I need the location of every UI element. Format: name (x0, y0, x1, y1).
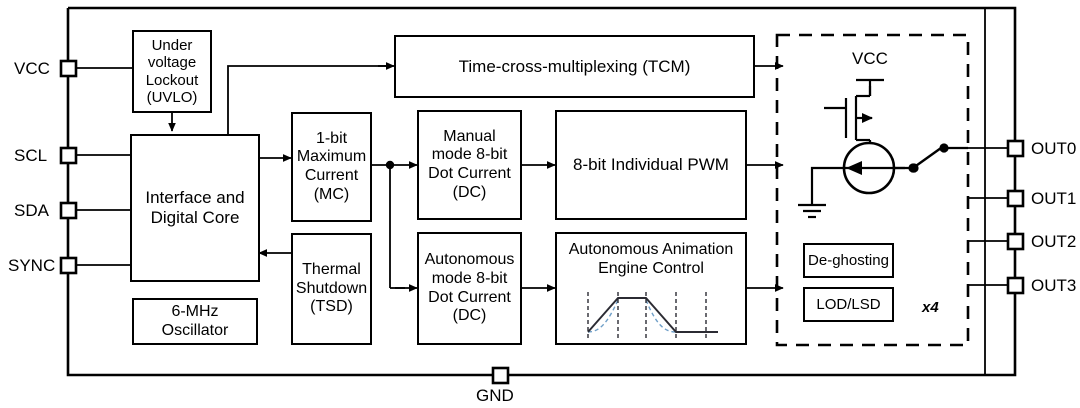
block-lod-lsd-label: LOD/LSD (816, 296, 881, 313)
animation-waveform-icon (587, 292, 718, 338)
output-multiplier-label: x4 (922, 299, 939, 316)
device-outline (66, 6, 1017, 377)
block-max-current-label: 1-bit Maximum Current (MC) (296, 129, 367, 203)
gnd-pin-pad (491, 366, 510, 385)
block-manual-dot-current[interactable]: Manual mode 8-bit Dot Current (DC) (417, 110, 522, 220)
left-pin-pads (59, 59, 78, 275)
pin-label-vcc: VCC (14, 59, 50, 78)
block-lod-lsd[interactable]: LOD/LSD (803, 287, 894, 322)
pin-label-out2: OUT2 (1031, 232, 1077, 251)
left-pin-wires (68, 67, 132, 266)
block-interface-digital-core[interactable]: Interface and Digital Core (130, 134, 260, 282)
wire-interface-to-tcm (227, 65, 391, 134)
block-thermal-shutdown[interactable]: Thermal Shutdown (TSD) (291, 233, 372, 345)
block-tcm[interactable]: Time-cross-multiplexing (TCM) (394, 35, 755, 98)
pin-label-scl: SCL (14, 146, 48, 165)
pin-label-out3: OUT3 (1031, 276, 1077, 295)
pin-label-out1: OUT1 (1031, 189, 1077, 208)
right-pin-wires (968, 147, 1015, 286)
block-manual-dc-label: Manual mode 8-bit Dot Current (DC) (428, 127, 511, 201)
block-interface-label: Interface and Digital Core (145, 188, 245, 227)
block-auto-dc-label: Autonomous mode 8-bit Dot Current (DC) (424, 251, 515, 325)
right-pin-pads (1006, 139, 1025, 295)
block-uvlo[interactable]: Under voltage Lockout (UVLO) (132, 30, 212, 113)
block-oscillator-label: 6-MHz Oscillator (161, 302, 229, 339)
block-tcm-label: Time-cross-multiplexing (TCM) (458, 56, 691, 76)
block-anim-label: Autonomous Animation Engine Control (568, 241, 734, 277)
junction-dot-mc (385, 160, 395, 170)
block-individual-pwm[interactable]: 8-bit Individual PWM (555, 110, 747, 220)
pmos-body-arrow (862, 113, 873, 123)
block-oscillator[interactable]: 6-MHz Oscillator (132, 298, 258, 345)
ground-symbol (798, 166, 844, 219)
output-vcc-label: VCC (852, 49, 888, 68)
block-animation-engine[interactable]: Autonomous Animation Engine Control (555, 232, 747, 345)
block-de-ghosting-label: De-ghosting (808, 252, 889, 269)
output-stage-dashed-boundary (775, 33, 970, 347)
pmos-symbol (824, 78, 884, 152)
block-de-ghosting[interactable]: De-ghosting (803, 243, 894, 278)
block-max-current[interactable]: 1-bit Maximum Current (MC) (291, 112, 372, 222)
block-autonomous-dot-current[interactable]: Autonomous mode 8-bit Dot Current (DC) (417, 232, 522, 345)
current-source-symbol (842, 141, 919, 195)
pin-label-out0: OUT0 (1031, 139, 1077, 158)
block-uvlo-label: Under voltage Lockout (UVLO) (145, 36, 199, 106)
block-pwm-label: 8-bit Individual PWM (573, 155, 729, 175)
pin-label-sda: SDA (14, 201, 49, 220)
wire-mc-fanout (372, 164, 405, 289)
pin-label-sync: SYNC (8, 256, 56, 275)
pin-label-gnd: GND (476, 386, 514, 405)
block-tsd-label: Thermal Shutdown (TSD) (295, 261, 368, 316)
